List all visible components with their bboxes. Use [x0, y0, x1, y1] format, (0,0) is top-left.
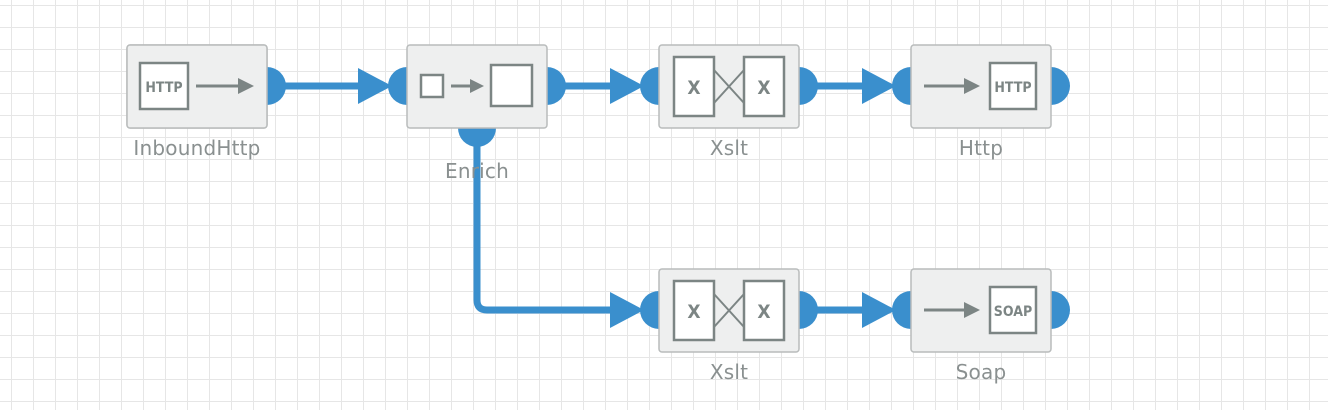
- icon-text: X: [687, 301, 700, 323]
- http-outbound-icon: HTTP: [924, 61, 1038, 111]
- icon-text: SOAP: [994, 304, 1032, 320]
- node-enrich[interactable]: [388, 44, 566, 147]
- node-xslt-top[interactable]: X X: [640, 44, 818, 129]
- edge-arrowhead: [610, 68, 644, 104]
- icon-text: X: [757, 77, 770, 99]
- node-inbound-http[interactable]: HTTP: [126, 44, 286, 129]
- enrich-icon: [419, 63, 534, 108]
- edge-enrich-to-xslt-bottom[interactable]: [473, 136, 620, 314]
- soap-outbound-icon: SOAP: [924, 285, 1038, 335]
- edge-arrowhead: [358, 68, 392, 104]
- node-xslt-bottom[interactable]: X X: [640, 268, 818, 353]
- node-label-enrich: Enrich: [445, 159, 509, 183]
- http-inbound-icon: HTTP: [138, 61, 254, 111]
- connector-layer: [274, 68, 896, 328]
- edge-arrowhead: [862, 292, 896, 328]
- icon-text: X: [687, 77, 700, 99]
- icon-text: HTTP: [145, 80, 182, 96]
- xslt-icon: X X: [672, 279, 786, 342]
- node-label-http-out: Http: [958, 136, 1004, 160]
- node-label-xslt-top: Xslt: [709, 136, 749, 160]
- node-label-xslt-bottom: Xslt: [709, 360, 749, 384]
- edge-arrowhead: [862, 68, 896, 104]
- xslt-icon: X X: [672, 55, 786, 118]
- icon-text: HTTP: [994, 80, 1031, 96]
- node-soap-out[interactable]: SOAP: [892, 268, 1070, 353]
- node-label-inbound-http: InboundHttp: [133, 136, 261, 160]
- node-label-soap-out: Soap: [955, 360, 1007, 384]
- icon-text: X: [757, 301, 770, 323]
- edge-arrowhead: [610, 292, 644, 328]
- node-http-out[interactable]: HTTP: [892, 44, 1070, 129]
